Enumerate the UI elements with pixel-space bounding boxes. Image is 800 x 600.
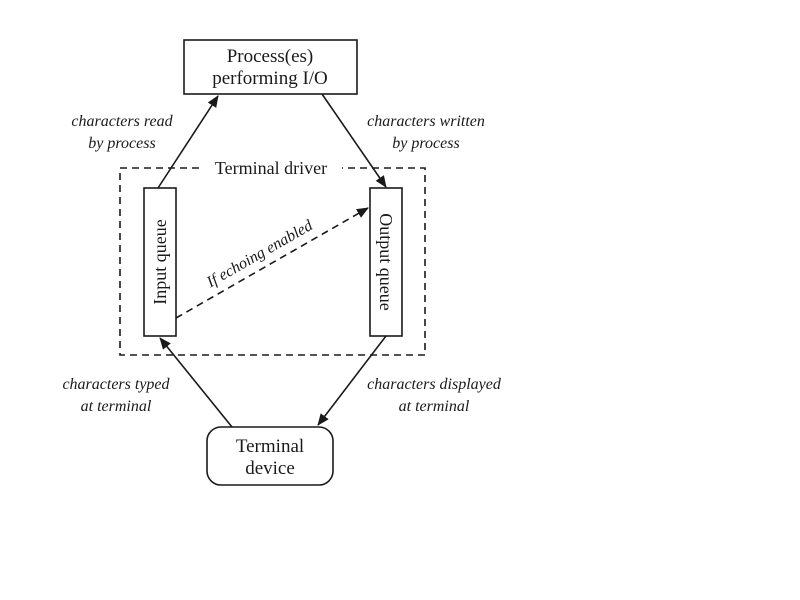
arrow-echo [175,207,369,319]
input-queue-label: Input queue [150,219,170,304]
label-typed-line2: at terminal [81,398,152,415]
arrow-read-by-process [157,95,219,189]
input-queue-node: Input queue [143,187,177,337]
process-node: Process(es) performing I/O [183,39,358,95]
terminal-device-node: Terminal device [206,426,334,486]
label-written-line2: by process [392,135,459,152]
label-echo: If echoing enabled [203,217,317,292]
output-queue-label: Output queue [376,213,396,310]
label-written-by-process: characters written by process [367,113,485,152]
label-displayed-at-terminal: characters displayed at terminal [367,376,502,415]
label-read-line2: by process [88,135,155,152]
terminal-driver-label: Terminal driver [215,158,327,178]
arrow-written-by-process [321,93,387,188]
label-read-by-process: characters read by process [71,113,173,152]
output-queue-node: Output queue [369,187,403,337]
label-written-line1: characters written [367,113,485,130]
label-typed-at-terminal: characters typed at terminal [62,376,170,415]
arrow-displayed-at-terminal [317,335,387,426]
process-label-line2: performing I/O [212,68,328,89]
terminal-driver-region: Terminal driver [119,156,426,356]
terminal-device-label-line1: Terminal [236,436,304,457]
terminal-device-label-line2: device [245,458,295,479]
label-read-line1: characters read [71,113,173,130]
label-displayed-line1: characters displayed [367,376,502,393]
arrow-typed-at-terminal [159,337,233,428]
label-typed-line1: characters typed [62,376,170,393]
process-label-line1: Process(es) [227,46,314,67]
label-displayed-line2: at terminal [399,398,470,415]
